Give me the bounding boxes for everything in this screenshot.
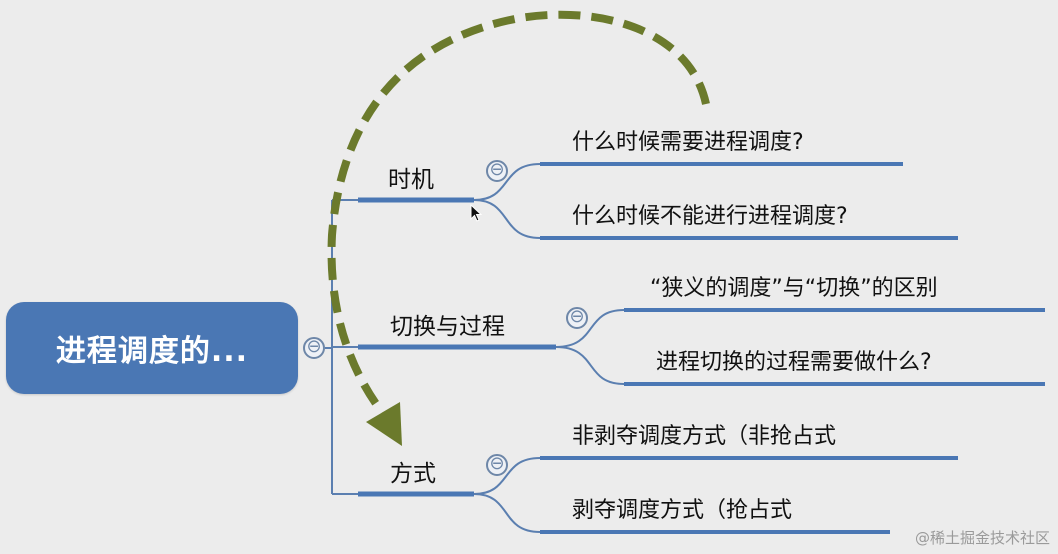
root-node[interactable]: 进程调度的...	[6, 302, 298, 394]
branch-3-curve-bottom	[473, 493, 541, 533]
leaf-label[interactable]: 剥夺调度方式（抢占式	[572, 498, 793, 523]
annotation-arrowhead	[366, 402, 402, 446]
branch-label-timing[interactable]: 时机	[388, 167, 434, 193]
mouse-cursor-icon	[470, 204, 483, 222]
branch-2-curve-top	[555, 309, 625, 348]
branch-3-collapse-button[interactable]: ⊖	[486, 454, 508, 476]
watermark: @稀土掘金技术社区	[914, 529, 1050, 547]
branch-3-curve-top	[473, 457, 541, 495]
leaf-label[interactable]: 非剥夺调度方式（非抢占式	[572, 424, 837, 449]
branch-2-collapse-button[interactable]: ⊖	[566, 307, 588, 329]
root-label: 进程调度的...	[55, 334, 249, 369]
branch-label-method[interactable]: 方式	[390, 461, 436, 487]
annotation-arrow-path	[327, 10, 710, 415]
root-collapse-button[interactable]: ⊖	[303, 337, 325, 359]
branch-label-switch-process[interactable]: 切换与过程	[390, 314, 505, 340]
branch-2-curve-bottom	[555, 346, 625, 385]
branch-1-curve-top	[473, 163, 541, 201]
branch-1-curve-bottom	[473, 199, 541, 239]
leaf-label[interactable]: 什么时候不能进行进程调度?	[572, 204, 848, 229]
branch-1-collapse-button[interactable]: ⊖	[486, 160, 508, 182]
leaf-label[interactable]: 进程切换的过程需要做什么?	[656, 350, 932, 375]
leaf-label[interactable]: “狭义的调度”与“切换”的区别	[650, 276, 938, 301]
leaf-label[interactable]: 什么时候需要进程调度?	[572, 130, 804, 155]
